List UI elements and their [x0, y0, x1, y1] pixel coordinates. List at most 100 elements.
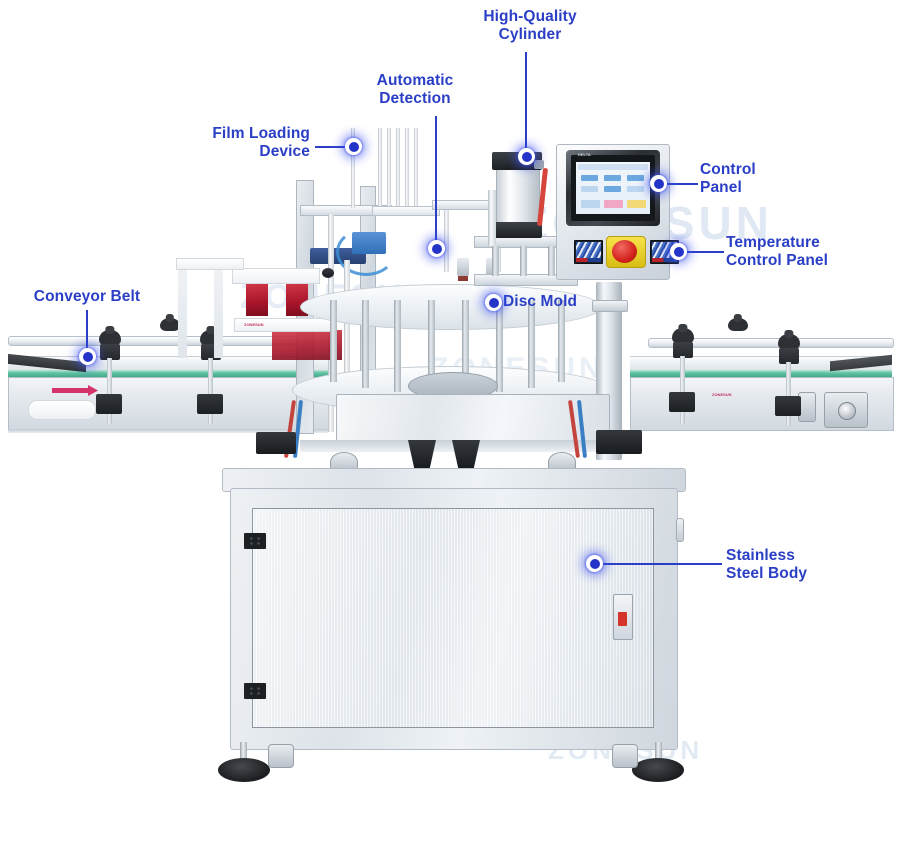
hmi-screen-button[interactable] — [627, 175, 644, 181]
disc-post — [394, 300, 401, 392]
hmi-screen-button[interactable] — [604, 175, 621, 181]
guide-rail-bracket — [197, 394, 223, 414]
caster-wheel — [612, 744, 638, 768]
film-guide-rod — [414, 128, 418, 208]
guide-rail-knob[interactable] — [728, 318, 748, 331]
product-package — [246, 282, 268, 316]
hmi-screen-button[interactable] — [627, 186, 644, 192]
temperature-display-face — [576, 242, 601, 262]
guide-rail-knob[interactable] — [99, 330, 121, 346]
callout-label-conveyor-belt: Conveyor Belt — [33, 288, 141, 305]
magazine-tray — [176, 258, 244, 270]
cabinet-side-handle[interactable] — [676, 518, 684, 542]
guide-rail-knob[interactable] — [778, 334, 800, 350]
hmi-screen-button[interactable] — [604, 186, 621, 192]
guide-rail-clamp — [779, 348, 799, 364]
flow-arrow-icon — [52, 388, 92, 393]
disc-mold-upper — [300, 284, 602, 330]
film-guide-rod — [396, 128, 400, 208]
hmi-screen-button[interactable] — [581, 175, 598, 181]
conveyor-left-hatch — [28, 400, 96, 420]
conveyor-left-belt — [8, 370, 328, 377]
guide-rail-clamp — [673, 342, 693, 358]
hmi-screen-button[interactable] — [581, 186, 598, 192]
sealing-head-post — [492, 246, 499, 276]
callout-marker-film-loading-device[interactable] — [345, 138, 362, 155]
drive-unit — [408, 440, 436, 468]
hmi-screen-button[interactable] — [581, 200, 600, 208]
callout-leader-automatic-detection — [435, 116, 437, 248]
conveyor-brand-decal: ZONESUN — [712, 392, 732, 397]
cylinder-rod — [488, 190, 496, 246]
callout-leader-temperature-control-panel — [684, 251, 724, 253]
leveling-foot-stem — [655, 742, 662, 768]
disc-post — [558, 300, 565, 382]
hmi-screen-button[interactable] — [604, 200, 623, 208]
callout-leader-stainless-steel-body — [600, 563, 722, 565]
callout-label-high-quality-cylinder: High-Quality Cylinder — [483, 8, 577, 44]
guide-rail-knob[interactable] — [160, 318, 180, 331]
detection-sensor-tip — [458, 276, 468, 281]
temperature-display-footer — [576, 258, 601, 262]
pneumatic-tube — [336, 228, 396, 276]
callout-marker-control-panel[interactable] — [650, 175, 667, 192]
guide-rail-post — [680, 356, 685, 424]
sealing-head-post — [548, 246, 555, 276]
film-vertical-post — [344, 260, 350, 432]
hmi-column-collar — [592, 300, 628, 312]
temperature-display-footer — [652, 258, 677, 262]
callout-marker-stainless-steel-body[interactable] — [586, 555, 603, 572]
callout-marker-temperature-control-panel[interactable] — [670, 243, 687, 260]
conveyor-right-rail — [648, 338, 894, 348]
caster-wheel — [268, 744, 294, 768]
disc-post — [428, 300, 435, 394]
hmi-brand-label: DELTA — [578, 152, 591, 157]
film-guide-rod — [405, 128, 409, 208]
machine-base-plate — [336, 394, 610, 448]
hmi-screen-button[interactable] — [627, 200, 646, 208]
callout-label-stainless-steel-body: Stainless Steel Body — [726, 547, 808, 583]
temperature-display-left[interactable] — [574, 240, 603, 264]
drive-unit — [452, 440, 480, 468]
callout-leader-high-quality-cylinder — [525, 52, 527, 155]
guide-rail-bracket — [96, 394, 122, 414]
magazine-rail — [178, 262, 187, 358]
hmi-title-bar — [578, 164, 648, 170]
temperature-display-right[interactable] — [650, 240, 679, 264]
guide-rail-post — [208, 358, 213, 424]
callout-label-automatic-detection: Automatic Detection — [376, 72, 454, 108]
guide-rail-knob[interactable] — [672, 328, 694, 344]
disc-post — [528, 300, 535, 388]
door-hinge-top — [244, 533, 266, 549]
package-text-decal: ZONESUN — [244, 322, 264, 327]
film-guide-rod — [378, 128, 382, 208]
door-hinge-bottom — [244, 683, 266, 699]
magazine-rail — [214, 262, 223, 358]
callout-marker-automatic-detection[interactable] — [428, 240, 445, 257]
disc-post — [362, 300, 369, 388]
detection-sensor-rod — [444, 206, 449, 272]
disc-post — [330, 300, 337, 382]
callout-marker-conveyor-belt[interactable] — [79, 348, 96, 365]
cylinder-fitting — [534, 160, 544, 169]
detection-sensor-head — [457, 258, 469, 276]
leveling-foot-stem — [240, 742, 247, 768]
film-guide-rod — [387, 128, 391, 208]
cabinet-door[interactable] — [252, 508, 654, 728]
callout-label-disc-mold: Disc Mold — [503, 293, 578, 310]
disc-post — [462, 300, 469, 394]
sealing-head-post — [520, 246, 527, 276]
callout-marker-disc-mold[interactable] — [485, 294, 502, 311]
emergency-stop-button[interactable] — [612, 240, 637, 263]
disc-post — [496, 300, 503, 392]
guide-rail-post — [786, 362, 791, 426]
pneumatic-cylinder-cap — [492, 222, 542, 238]
pneumatic-cylinder-body — [496, 168, 540, 226]
callout-marker-high-quality-cylinder[interactable] — [518, 148, 535, 165]
control-box — [256, 432, 296, 454]
bearing-hub-icon — [838, 402, 856, 420]
conveyor-right-belt — [630, 370, 892, 377]
conveyor-left-shadow — [8, 429, 328, 433]
callout-label-control-panel: Control Panel — [700, 161, 756, 197]
